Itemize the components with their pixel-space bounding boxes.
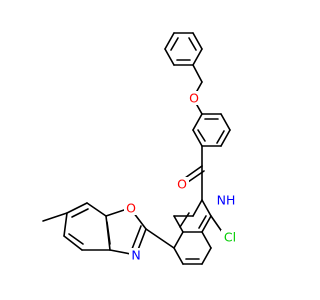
bond xyxy=(198,215,207,229)
bond xyxy=(164,48,175,66)
bond-layer xyxy=(42,32,231,265)
bond xyxy=(220,113,231,131)
bond xyxy=(201,199,212,217)
amide-nh-label: NH xyxy=(217,193,236,208)
bond xyxy=(192,199,203,217)
bond xyxy=(173,231,184,249)
bond xyxy=(86,202,107,217)
molecule-structure: O O NH Cl O N xyxy=(42,32,239,265)
bond xyxy=(192,32,203,50)
bond xyxy=(68,233,84,245)
bond xyxy=(131,225,142,250)
bond xyxy=(106,221,111,245)
bond xyxy=(192,48,203,66)
ether-oxygen-label: O xyxy=(189,91,199,106)
bond xyxy=(66,202,88,214)
bond xyxy=(179,212,190,228)
bond xyxy=(71,208,89,218)
bond xyxy=(63,212,68,237)
bond xyxy=(201,231,212,249)
oxazole-oxygen-label: O xyxy=(126,201,136,216)
bond xyxy=(170,37,179,51)
bond xyxy=(188,37,197,51)
bond xyxy=(192,129,203,147)
bond xyxy=(220,129,231,147)
bond xyxy=(164,32,175,50)
bond xyxy=(201,215,212,233)
bond xyxy=(184,165,203,179)
bond xyxy=(192,113,203,131)
oxazole-nitrogen-label: N xyxy=(131,248,140,263)
carbonyl-oxygen-label: O xyxy=(177,177,187,192)
bond xyxy=(145,228,175,249)
bond xyxy=(216,130,225,144)
atom-label-layer: O O NH Cl O N xyxy=(124,91,239,263)
bond xyxy=(192,64,203,83)
bond xyxy=(63,235,83,251)
bond xyxy=(173,247,184,265)
chlorine-label: Cl xyxy=(224,230,236,245)
bond xyxy=(173,215,184,233)
bond xyxy=(42,212,68,222)
bond xyxy=(201,247,212,265)
bond xyxy=(197,129,206,142)
